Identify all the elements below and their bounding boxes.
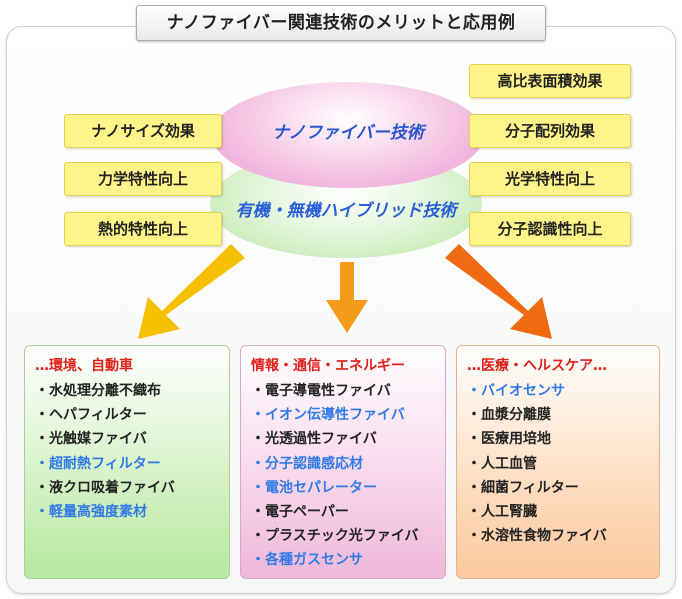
- benefit-tag-thermal: 熱的特性向上: [64, 212, 222, 246]
- application-list: ・バイオセンサ ・血漿分離膜 ・医療用培地 ・人工血管 ・細菌フィルター ・人工…: [467, 379, 649, 548]
- list-item: ・血漿分離膜: [467, 407, 551, 424]
- list-item: ・医療用培地: [467, 431, 551, 448]
- list-item: ・人工血管: [467, 455, 537, 472]
- list-item: ・液クロ吸着ファイバ: [35, 479, 175, 496]
- nanofiber-technology-ellipse: ナノファイバー技術: [212, 82, 484, 188]
- hybrid-technology-label: 有機・無機ハイブリッド技術: [235, 201, 457, 221]
- list-item: ・ヘパフィルター: [35, 407, 147, 424]
- list-item: ・細菌フィルター: [467, 479, 579, 496]
- list-item: ・バイオセンサ: [467, 383, 565, 399]
- list-item: ・超耐熱フィルター: [35, 455, 161, 472]
- box-heading: 情報・通信・エネルギー: [251, 358, 405, 374]
- diagram-title: ナノファイバー関連技術のメリットと応用例: [136, 5, 546, 41]
- list-item: ・電子ペーパー: [251, 503, 349, 520]
- box-heading: …医療・ヘルスケア…: [467, 358, 607, 374]
- application-box-information: 情報・通信・エネルギー ・電子導電性ファイバ ・イオン伝導性ファイバ ・光透過性…: [240, 345, 446, 579]
- application-list: ・電子導電性ファイバ ・イオン伝導性ファイバ ・光透過性ファイバ ・分子認識感応…: [251, 379, 435, 573]
- benefit-tag-nanosize: ナノサイズ効果: [64, 114, 222, 148]
- list-item: ・イオン伝導性ファイバ: [251, 407, 405, 424]
- list-item: ・水溶性食物ファイバ: [467, 528, 607, 545]
- benefit-tag-optical: 光学特性向上: [469, 162, 631, 196]
- application-list: ・水処理分離不織布 ・ヘパフィルター ・光触媒ファイバ ・超耐熱フィルター ・液…: [35, 379, 219, 524]
- list-item: ・分子認識感応材: [251, 455, 363, 472]
- list-item: ・電池セパレーター: [251, 479, 377, 496]
- list-item: ・プラスチック光ファイバ: [251, 528, 419, 545]
- list-item: ・水処理分離不織布: [35, 383, 161, 399]
- benefit-tag-molecular-recognition: 分子認識性向上: [469, 212, 631, 246]
- list-item: ・光透過性ファイバ: [251, 431, 377, 448]
- list-item: ・光触媒ファイバ: [35, 431, 147, 448]
- list-item: ・電子導電性ファイバ: [251, 383, 391, 399]
- benefit-tag-molecular-alignment: 分子配列効果: [469, 114, 631, 148]
- list-item: ・各種ガスセンサ: [251, 552, 363, 569]
- nanofiber-technology-label: ナノファイバー技術: [272, 123, 424, 143]
- list-item: ・人工腎臓: [467, 503, 537, 520]
- benefit-tag-mechanical: 力学特性向上: [64, 162, 222, 196]
- list-item: ・軽量高強度素材: [35, 503, 147, 520]
- application-box-environment: …環境、自動車 ・水処理分離不織布 ・ヘパフィルター ・光触媒ファイバ ・超耐熱…: [24, 345, 230, 579]
- application-box-medical: …医療・ヘルスケア… ・バイオセンサ ・血漿分離膜 ・医療用培地 ・人工血管 ・…: [456, 345, 660, 579]
- box-heading: …環境、自動車: [35, 358, 133, 374]
- benefit-tag-surface-area: 高比表面積効果: [469, 64, 631, 98]
